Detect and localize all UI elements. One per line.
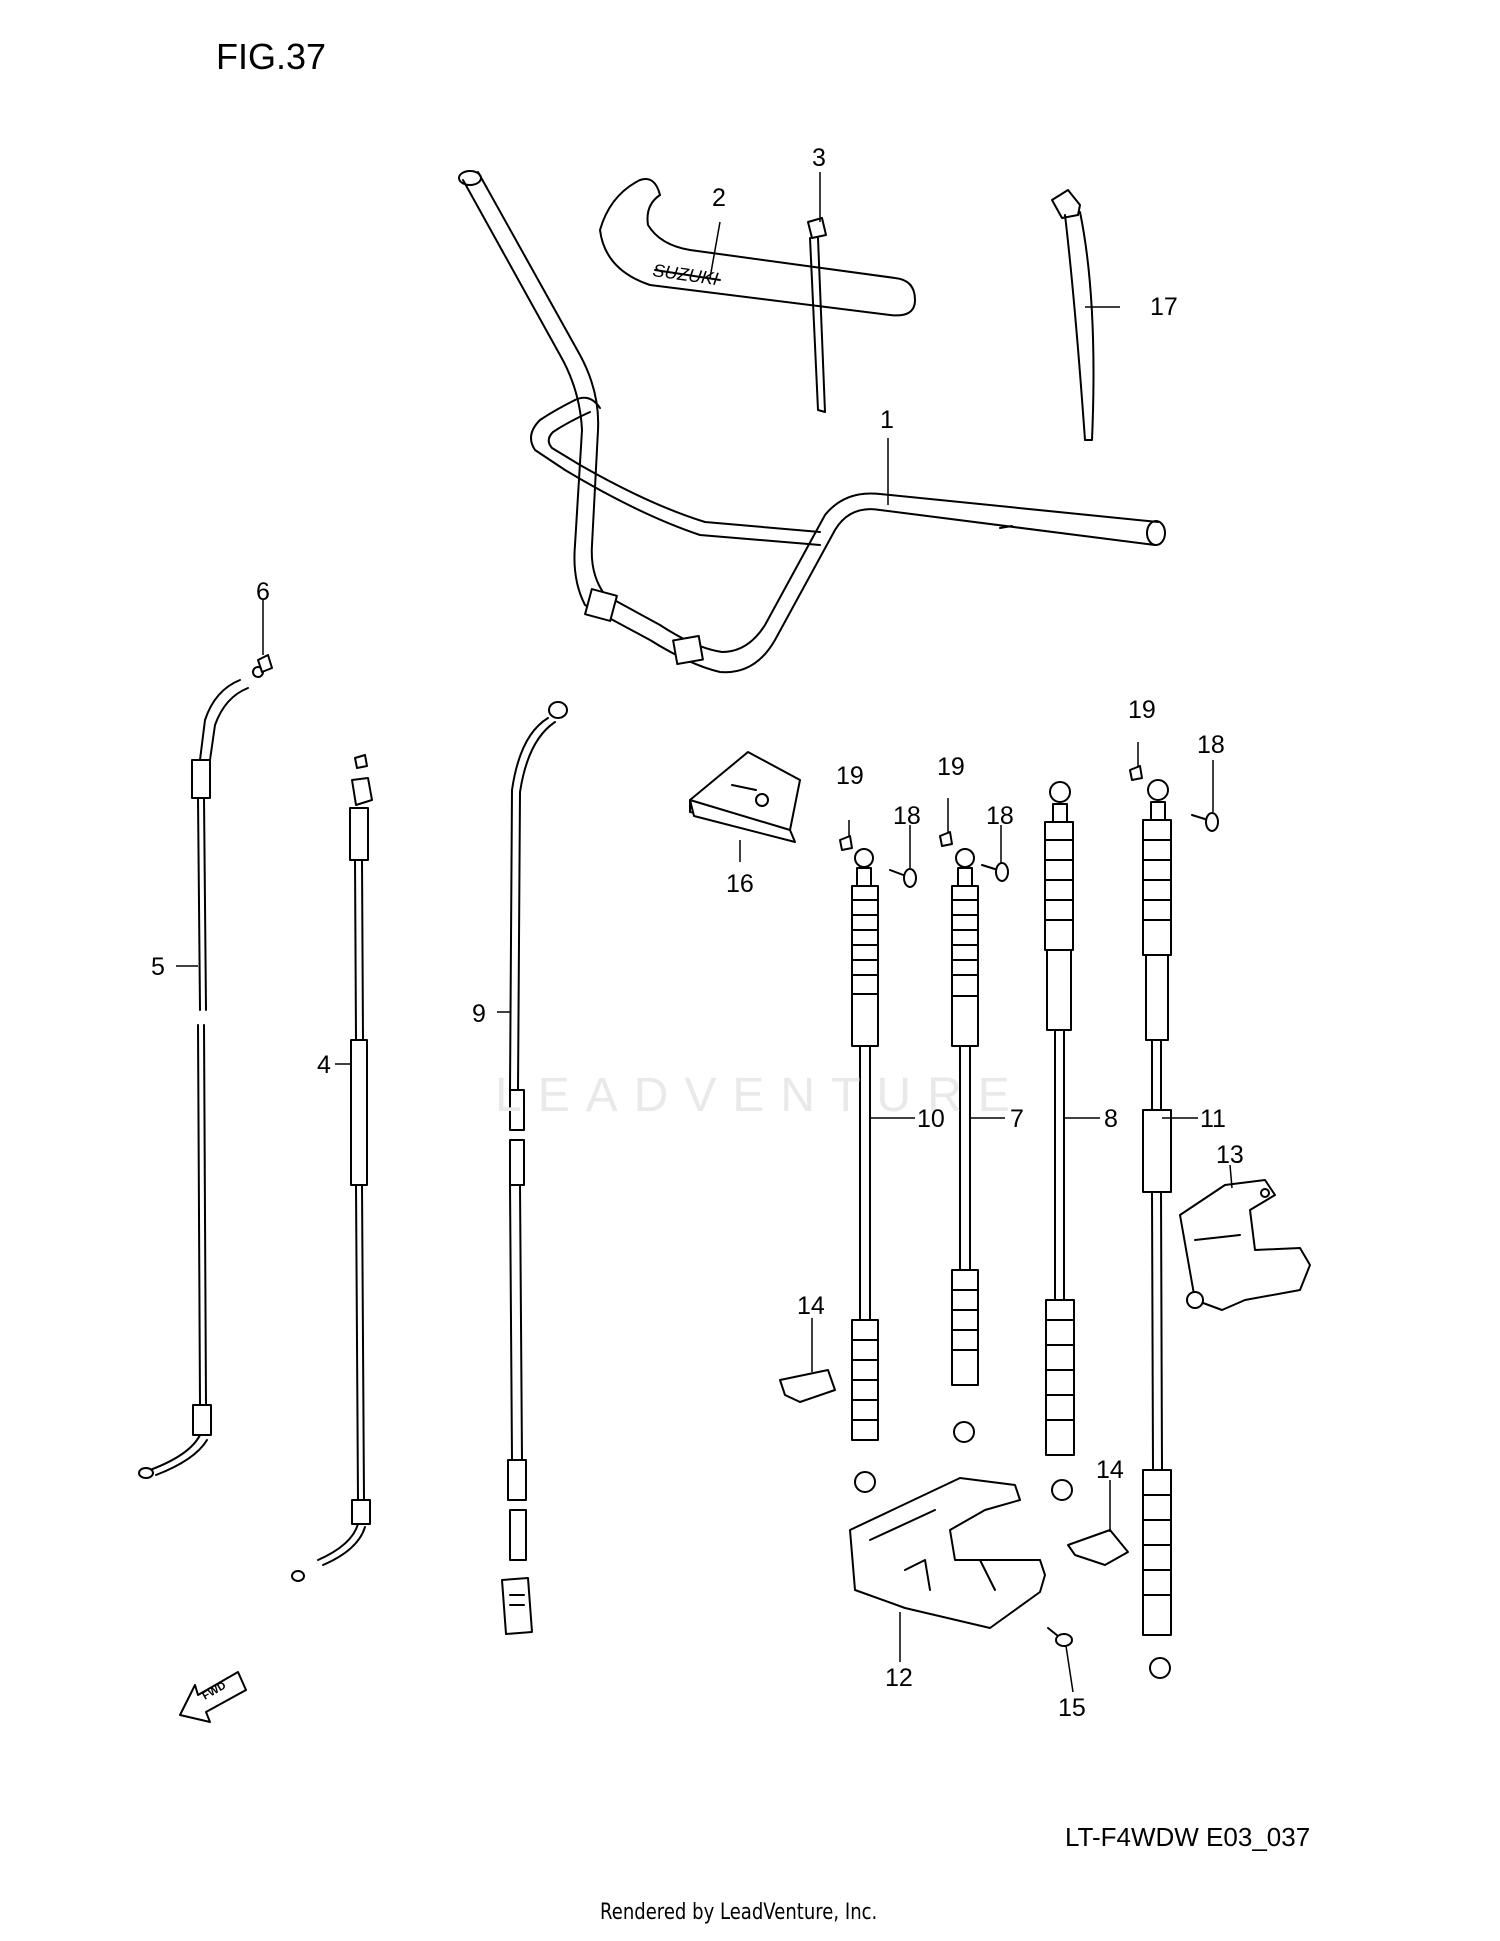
part-16-bracket[interactable] xyxy=(689,751,801,843)
callout-6[interactable]: 6 xyxy=(256,578,270,606)
part-5-cable[interactable] xyxy=(138,666,264,1479)
part-14-clamp-a[interactable] xyxy=(779,1369,836,1403)
part-4-cable[interactable] xyxy=(291,754,373,1582)
callout-4[interactable]: 4 xyxy=(317,1051,331,1079)
part-11-cable[interactable] xyxy=(1142,779,1172,1679)
callout-17[interactable]: 17 xyxy=(1150,293,1178,321)
part-13-bracket[interactable] xyxy=(1179,1179,1311,1311)
callout-5[interactable]: 5 xyxy=(151,953,165,981)
part-12-bracket[interactable] xyxy=(849,1477,1046,1629)
part-9-cable[interactable] xyxy=(501,701,568,1635)
part-19-clip-c[interactable] xyxy=(1129,765,1143,781)
callout-14-b[interactable]: 14 xyxy=(1096,1456,1124,1484)
callout-8[interactable]: 8 xyxy=(1104,1105,1118,1133)
callout-11[interactable]: 11 xyxy=(1200,1105,1226,1133)
leader-lines xyxy=(176,172,1233,1693)
part-1-handlebar[interactable] xyxy=(458,170,1166,674)
callout-7[interactable]: 7 xyxy=(1010,1105,1024,1133)
fwd-arrow-icon xyxy=(179,1671,247,1723)
figure-title: FIG.37 xyxy=(216,36,327,77)
watermark: LEADVENTURE xyxy=(495,1069,1026,1122)
part-19-clip-a[interactable] xyxy=(839,835,853,851)
callout-14-a[interactable]: 14 xyxy=(797,1292,825,1320)
part-18-bolt-b[interactable] xyxy=(981,862,1009,882)
part-18-bolt-c[interactable] xyxy=(1191,812,1219,832)
part-14-clamp-b[interactable] xyxy=(1067,1529,1129,1566)
callout-18-b[interactable]: 18 xyxy=(986,802,1014,830)
part-8-cable[interactable] xyxy=(1044,781,1075,1501)
callout-9[interactable]: 9 xyxy=(472,1000,486,1028)
callout-1[interactable]: 1 xyxy=(880,406,894,434)
part-10-cable[interactable] xyxy=(851,848,879,1493)
callout-15[interactable]: 15 xyxy=(1058,1694,1086,1722)
callout-19-c[interactable]: 19 xyxy=(1128,696,1156,724)
part-19-clip-b[interactable] xyxy=(939,831,953,847)
callout-16[interactable]: 16 xyxy=(726,870,754,898)
diagram-code: LT-F4WDW E03_037 xyxy=(1065,1822,1311,1852)
callout-2[interactable]: 2 xyxy=(712,184,726,212)
part-6-clip[interactable] xyxy=(257,654,273,673)
callout-19-b[interactable]: 19 xyxy=(937,753,965,781)
callout-19-a[interactable]: 19 xyxy=(836,762,864,790)
callout-10[interactable]: 10 xyxy=(917,1105,945,1133)
credit-line: Rendered by LeadVenture, Inc. xyxy=(600,1900,878,1925)
part-7-cable[interactable] xyxy=(951,848,979,1443)
callout-12[interactable]: 12 xyxy=(885,1664,913,1692)
part-2-handlebar-pad[interactable]: SUZUKI xyxy=(599,178,916,317)
part-15-screw[interactable] xyxy=(1047,1627,1073,1647)
part-3-tie-strap[interactable] xyxy=(807,217,827,413)
callout-3[interactable]: 3 xyxy=(812,144,826,172)
callout-18-c[interactable]: 18 xyxy=(1197,731,1225,759)
part-17-tie-strap[interactable] xyxy=(1051,189,1095,441)
callout-18-a[interactable]: 18 xyxy=(893,802,921,830)
svg-text:SUZUKI: SUZUKI xyxy=(651,260,719,289)
part-18-bolt-a[interactable] xyxy=(889,868,917,888)
callout-13[interactable]: 13 xyxy=(1216,1141,1244,1169)
